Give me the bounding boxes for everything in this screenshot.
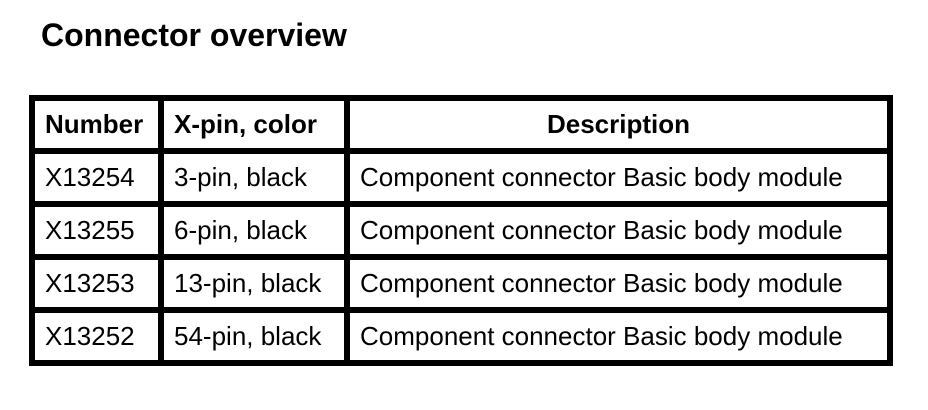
number-cell: X13254 bbox=[29, 148, 164, 207]
pin-color-cell: 6-pin, black bbox=[158, 201, 350, 260]
number-cell: X13253 bbox=[29, 254, 164, 313]
description-cell: Component connector Basic body module bbox=[344, 254, 893, 313]
pin-color-cell: 3-pin, black bbox=[158, 148, 350, 207]
column-header-number: Number bbox=[29, 95, 164, 154]
description-cell: Component connector Basic body module bbox=[344, 201, 893, 260]
table-row: X13255 6-pin, black Component connector … bbox=[29, 201, 893, 260]
number-cell: X13255 bbox=[29, 201, 164, 260]
table-row: X13254 3-pin, black Component connector … bbox=[29, 148, 893, 207]
number-cell: X13252 bbox=[29, 307, 164, 366]
column-header-pin-color: X-pin, color bbox=[158, 95, 350, 154]
page-title: Connector overview bbox=[41, 17, 347, 53]
column-header-description: Description bbox=[344, 95, 893, 154]
table-header-row: Number X-pin, color Description bbox=[29, 95, 893, 154]
description-cell: Component connector Basic body module bbox=[344, 148, 893, 207]
pin-color-cell: 54-pin, black bbox=[158, 307, 350, 366]
description-cell: Component connector Basic body module bbox=[344, 307, 893, 366]
pin-color-cell: 13-pin, black bbox=[158, 254, 350, 313]
table-row: X13253 13-pin, black Component connector… bbox=[29, 254, 893, 313]
connector-overview-table: Number X-pin, color Description X13254 3… bbox=[29, 95, 893, 366]
table-row: X13252 54-pin, black Component connector… bbox=[29, 307, 893, 366]
